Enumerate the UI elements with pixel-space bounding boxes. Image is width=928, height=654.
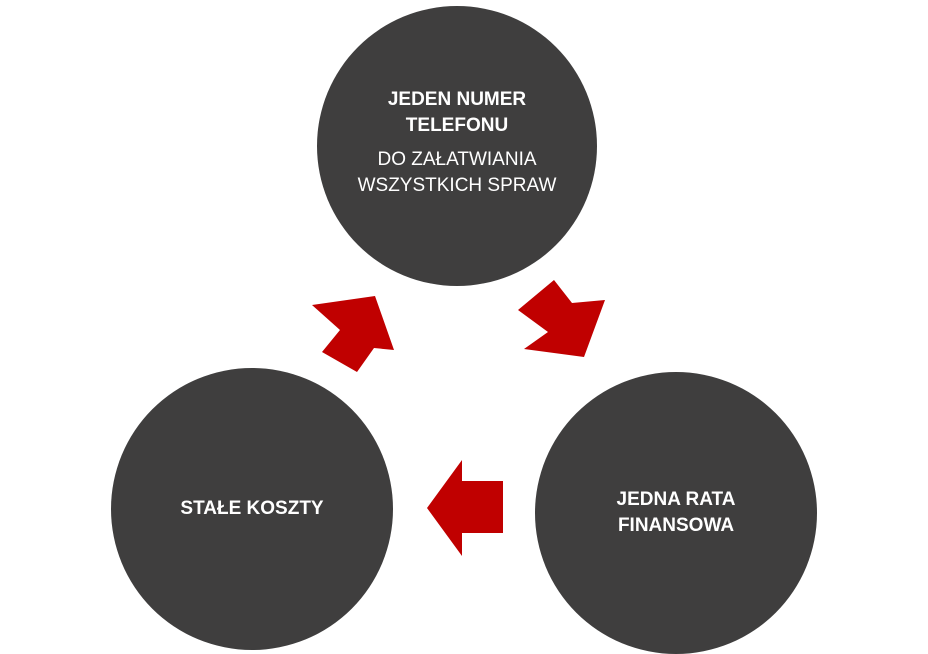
arrow-right-to-left bbox=[427, 460, 503, 556]
node-single-installment: JEDNA RATA FINANSOWA bbox=[535, 372, 817, 654]
node-phone-number-title: JEDEN NUMER TELEFONU bbox=[387, 89, 527, 136]
node-phone-number: JEDEN NUMER TELEFONU DO ZAŁATWIANIA WSZY… bbox=[317, 6, 597, 286]
node-fixed-costs: STAŁE KOSZTY bbox=[111, 368, 393, 650]
node-fixed-costs-title: STAŁE KOSZTY bbox=[180, 498, 324, 519]
arrow-top-to-right bbox=[518, 280, 605, 357]
arrow-left-to-top bbox=[312, 296, 394, 372]
node-single-installment-title: JEDNA RATA FINANSOWA bbox=[616, 489, 736, 536]
node-phone-number-subtitle: DO ZAŁATWIANIA WSZYSTKICH SPRAW bbox=[357, 149, 557, 196]
